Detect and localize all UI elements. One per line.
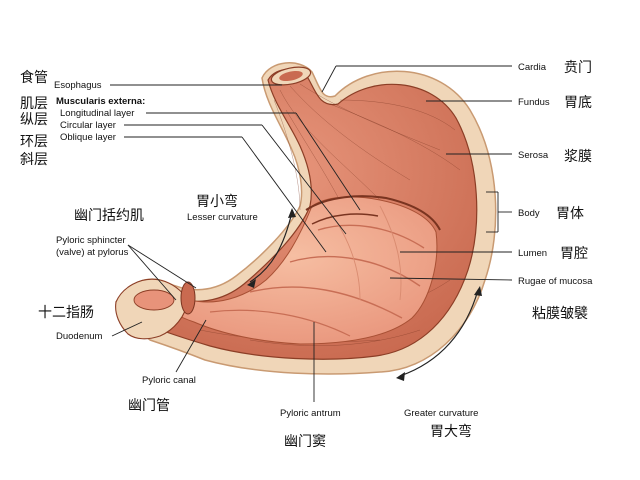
cn-label-esophagus: 食管 [20, 69, 48, 86]
muscle-cut-edge [305, 195, 441, 231]
cn-label-body: 胃体 [556, 206, 584, 222]
label-pyloric-sphincter-1: Pyloric sphincter [56, 235, 126, 246]
cn-label-muscle-layer: 肌层 [20, 96, 48, 112]
greater-curvature-arrow-down [396, 372, 405, 381]
curvature-arrows [247, 208, 482, 381]
english-labels: Esophagus Muscularis externa: Longitudin… [54, 62, 593, 419]
label-lesser-curvature: Lesser curvature [187, 212, 258, 223]
cn-label-pyloric-canal: 幽门管 [128, 398, 170, 414]
cn-label-greater-curvature: 胃大弯 [430, 423, 472, 440]
label-muscularis-externa: Muscularis externa: [56, 96, 145, 107]
label-lumen: Lumen [518, 248, 547, 259]
label-rugae: Rugae of mucosa [518, 276, 593, 287]
label-fundus: Fundus [518, 97, 550, 108]
stomach-illustration [115, 62, 497, 375]
label-body: Body [518, 208, 540, 219]
lesser-curvature-arrow-up [288, 208, 296, 218]
rugae-folds [209, 205, 425, 337]
cn-label-circular: 环层 [20, 134, 48, 150]
chinese-labels: 食管 肌层 纵层 环层 斜层 幽门括约肌 胃小弯 十二指肠 幽门管 幽门窦 胃大… [20, 60, 592, 450]
cn-label-fundus: 胃底 [564, 95, 592, 111]
cn-label-lumen: 胃腔 [560, 246, 588, 262]
label-greater-curvature: Greater curvature [404, 408, 478, 419]
label-oblique-layer: Oblique layer [60, 132, 116, 143]
lesser-curvature-arrow-down [247, 279, 256, 288]
cn-label-longitudinal: 纵层 [20, 112, 48, 128]
greater-curvature-arrow-up [474, 286, 482, 296]
cn-label-duodenum: 十二指肠 [38, 305, 94, 321]
cn-label-serosa: 浆膜 [564, 149, 592, 165]
label-longitudinal-layer: Longitudinal layer [60, 108, 134, 119]
cn-label-pyloric-sphincter: 幽门括约肌 [74, 208, 144, 224]
cn-label-rugae: 粘膜皱襞 [532, 305, 588, 322]
label-pyloric-antrum: Pyloric antrum [280, 408, 341, 419]
label-duodenum: Duodenum [56, 331, 103, 342]
pyloric-sphincter-ring [180, 281, 196, 315]
label-serosa: Serosa [518, 150, 549, 161]
label-cardia: Cardia [518, 62, 547, 73]
leader-lines [110, 65, 513, 402]
label-pyloric-canal: Pyloric canal [142, 375, 196, 386]
cn-label-lesser-curvature: 胃小弯 [196, 193, 238, 210]
cn-label-oblique: 斜层 [20, 152, 48, 168]
label-esophagus: Esophagus [54, 80, 102, 91]
cn-label-cardia: 贲门 [564, 60, 592, 76]
label-pyloric-sphincter-2: (valve) at pylorus [56, 247, 129, 258]
cn-label-pyloric-antrum: 幽门窦 [284, 434, 326, 450]
label-circular-layer: Circular layer [60, 120, 116, 131]
lumen-mucosa [149, 196, 438, 345]
